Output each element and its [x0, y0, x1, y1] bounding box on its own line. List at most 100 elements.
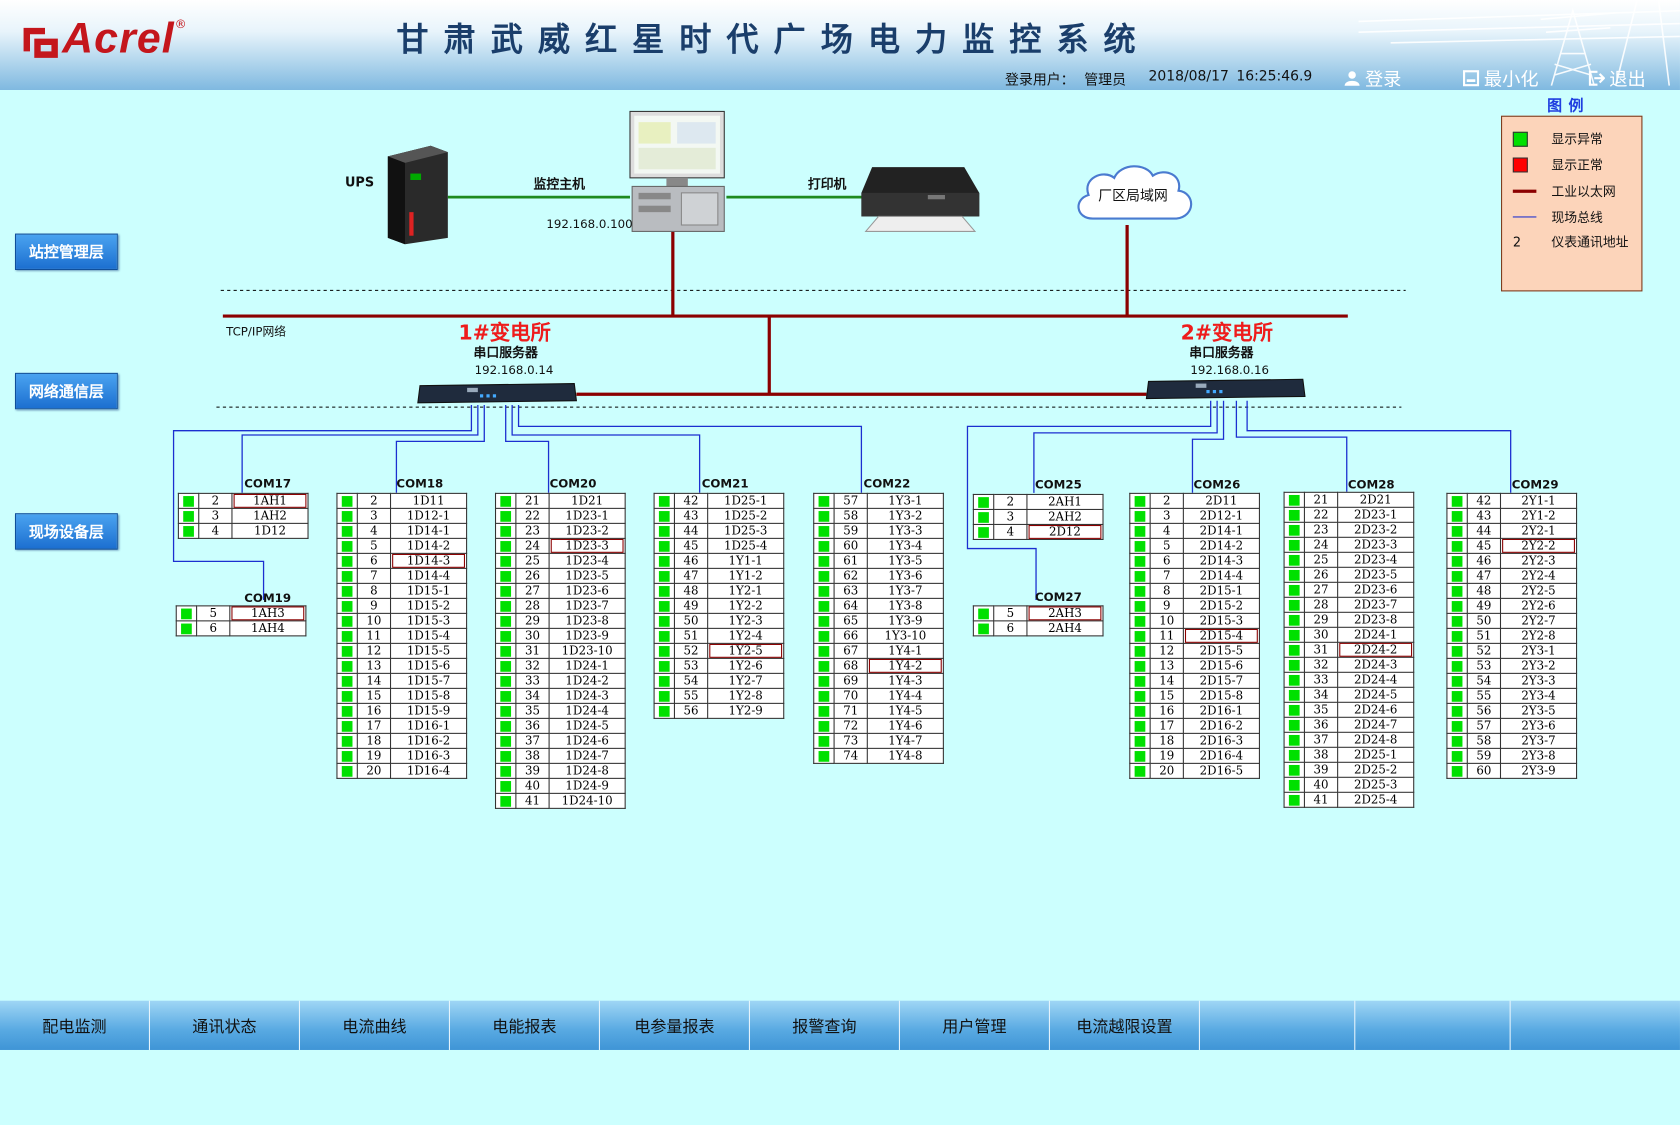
device-name[interactable]: 1D24-4	[548, 702, 626, 719]
device-name[interactable]: 1Y2-3	[707, 612, 785, 629]
device-name[interactable]: 2D15-8	[1182, 687, 1260, 704]
device-name[interactable]: 2AH3	[1026, 605, 1104, 622]
device-name[interactable]: 1D11	[389, 492, 468, 509]
device-name[interactable]: 2AH1	[1026, 493, 1104, 510]
device-name[interactable]: 2Y2-6	[1499, 597, 1578, 614]
device-name[interactable]: 1D15-3	[389, 612, 468, 629]
device-name[interactable]: 1D24-8	[548, 762, 626, 779]
tab-1[interactable]: 通讯状态	[150, 1000, 300, 1050]
device-name[interactable]: 1Y1-2	[707, 567, 785, 584]
device-name[interactable]: 2D25-1	[1337, 746, 1415, 763]
tab-4[interactable]: 电参量报表	[600, 1000, 750, 1050]
device-name[interactable]: 2D21	[1337, 491, 1415, 508]
device-name[interactable]: 1Y1-1	[707, 552, 785, 569]
device-name[interactable]: 1D24-3	[548, 687, 626, 704]
layer-network-button[interactable]: 网络通信层	[14, 372, 118, 410]
device-name[interactable]: 2D15-7	[1182, 672, 1260, 689]
tab-7[interactable]: 电流越限设置	[1050, 1000, 1200, 1050]
device-name[interactable]: 1Y4-1	[866, 642, 944, 659]
device-name[interactable]: 1D24-5	[548, 717, 626, 734]
device-name[interactable]: 2Y2-8	[1499, 627, 1578, 644]
device-name[interactable]: 1Y3-9	[866, 612, 944, 629]
device-name[interactable]: 2D23-6	[1337, 581, 1415, 598]
device-name[interactable]: 1D16-4	[389, 762, 468, 779]
device-name[interactable]: 2D16-2	[1182, 717, 1260, 734]
device-name[interactable]: 1D23-3	[548, 537, 626, 554]
device-name[interactable]: 1D24-1	[548, 657, 626, 674]
device-name[interactable]: 2Y3-2	[1499, 657, 1578, 674]
device-name[interactable]: 2Y2-5	[1499, 582, 1578, 599]
device-name[interactable]: 1D15-1	[389, 582, 468, 599]
device-name[interactable]: 1Y4-3	[866, 672, 944, 689]
device-name[interactable]: 1D23-5	[548, 567, 626, 584]
tab-6[interactable]: 用户管理	[900, 1000, 1050, 1050]
device-name[interactable]: 2Y3-8	[1499, 747, 1578, 764]
device-name[interactable]: 1D23-9	[548, 627, 626, 644]
device-name[interactable]: 2D23-3	[1337, 536, 1415, 553]
device-name[interactable]: 2D23-4	[1337, 551, 1415, 568]
device-name[interactable]: 2D15-2	[1182, 597, 1260, 614]
device-name[interactable]: 1D16-3	[389, 747, 468, 764]
device-name[interactable]: 2D24-7	[1337, 716, 1415, 733]
device-name[interactable]: 1D12	[231, 522, 309, 539]
device-name[interactable]: 1Y4-5	[866, 702, 944, 719]
device-name[interactable]: 1D23-10	[548, 642, 626, 659]
device-name[interactable]: 1D24-10	[548, 792, 626, 809]
device-name[interactable]: 2D23-5	[1337, 566, 1415, 583]
device-name[interactable]: 1Y3-5	[866, 552, 944, 569]
